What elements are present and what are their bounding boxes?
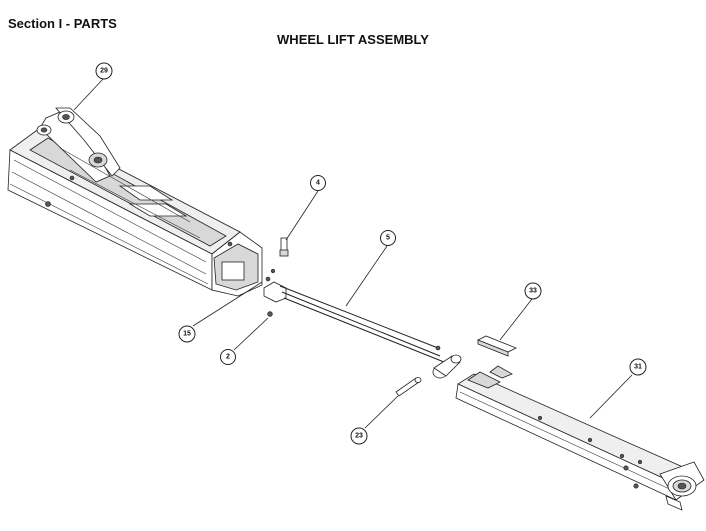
part-23-pin	[395, 377, 422, 397]
leader-lines	[73, 78, 633, 429]
callout-15-label: 15	[183, 331, 191, 338]
callout-2: 2	[220, 349, 236, 365]
callout-33-label: 33	[529, 288, 537, 295]
callout-2-label: 2	[226, 354, 230, 361]
diagram-title: WHEEL LIFT ASSEMBLY	[277, 32, 429, 47]
section-title: Section I - PARTS	[8, 16, 117, 31]
callout-23: 23	[350, 427, 368, 445]
callout-29-label: 29	[100, 68, 108, 75]
callout-4-label: 4	[316, 180, 320, 187]
part-15-hardware	[265, 268, 276, 282]
callout-31-label: 31	[634, 364, 642, 371]
callout-23-label: 23	[355, 433, 363, 440]
callout-4: 4	[310, 175, 326, 191]
callout-29: 29	[95, 62, 113, 80]
part-5-rod	[263, 281, 462, 379]
callout-5-label: 5	[386, 235, 390, 242]
part-31-boom	[455, 365, 705, 511]
callout-15: 15	[178, 325, 196, 343]
part-33-pad	[477, 335, 517, 357]
part-2-nut	[267, 311, 273, 317]
part-4-fitting	[279, 237, 289, 257]
callout-33: 33	[524, 282, 542, 300]
callout-5: 5	[380, 230, 396, 246]
part-29-housing	[7, 107, 263, 297]
callout-31: 31	[629, 358, 647, 376]
